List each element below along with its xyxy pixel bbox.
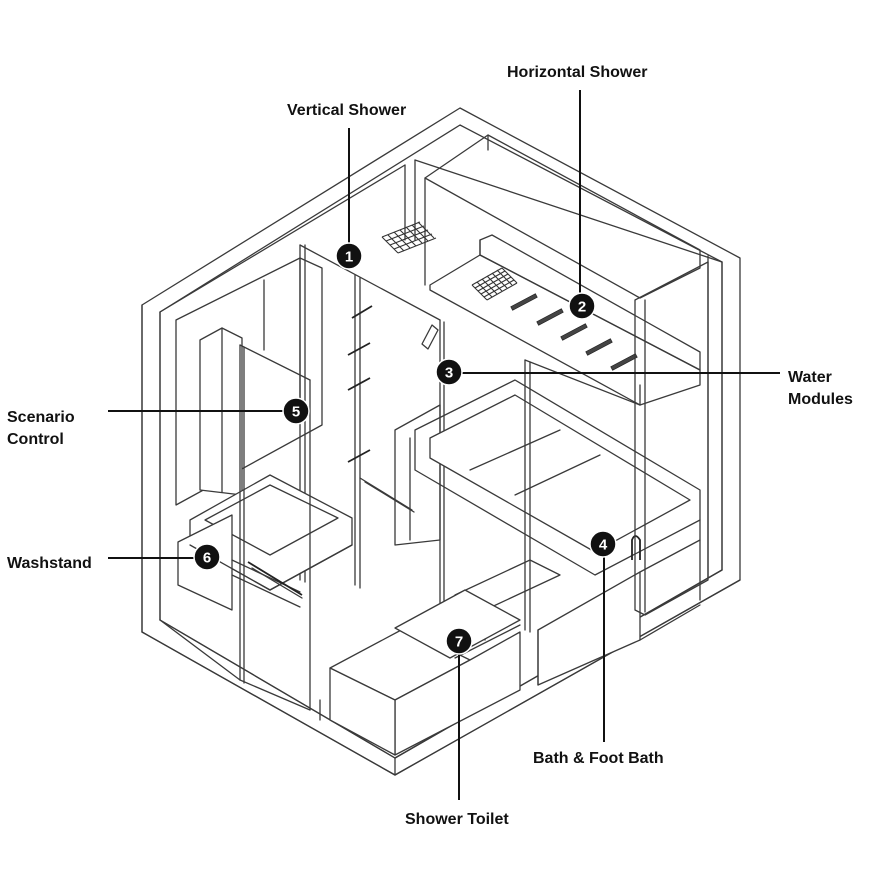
label-water-modules-line2: Modules — [788, 391, 853, 408]
center-column — [394, 404, 441, 546]
label-scenario-control-line1: Scenario — [7, 409, 75, 426]
callout-badge-6: 6 — [193, 543, 221, 571]
callout-number-4: 4 — [599, 537, 608, 554]
callout-badge-3: 3 — [435, 358, 463, 386]
label-water-modules-line1: Water — [788, 369, 832, 386]
label-vertical-shower: Vertical Shower — [287, 102, 406, 119]
label-horizontal-shower: Horizontal Shower — [507, 64, 647, 81]
label-scenario-control-line2: Control — [7, 431, 64, 448]
callout-badge-5: 5 — [282, 397, 310, 425]
callout-badge-7: 7 — [445, 627, 473, 655]
callout-badge-2: 2 — [568, 292, 596, 320]
shower-toilet — [329, 589, 521, 756]
callout-badge-4: 4 — [589, 530, 617, 558]
callout-badge-1: 1 — [335, 242, 363, 270]
vertical-shower-ceiling-grate — [381, 221, 437, 254]
horizontal-shower-grate — [471, 267, 518, 301]
vertical-shower-fixtures — [347, 305, 439, 463]
bath — [414, 379, 701, 686]
label-bath-foot-bath: Bath & Foot Bath — [533, 750, 664, 767]
callout-number-1: 1 — [345, 249, 353, 266]
horizontal-shower-nozzles — [510, 293, 638, 371]
callout-number-2: 2 — [578, 299, 586, 316]
callout-number-6: 6 — [203, 550, 211, 567]
horizontal-shower-tray — [429, 234, 701, 406]
front-glass-door — [159, 344, 311, 711]
label-washstand: Washstand — [7, 555, 92, 572]
room-shell — [141, 107, 741, 776]
callout-number-7: 7 — [455, 634, 463, 651]
callout-number-5: 5 — [292, 404, 300, 421]
leader-lines — [108, 90, 780, 800]
callout-number-3: 3 — [445, 365, 453, 382]
washstand — [177, 474, 353, 611]
label-shower-toilet: Shower Toilet — [405, 811, 509, 828]
right-wall-panel — [524, 261, 709, 633]
